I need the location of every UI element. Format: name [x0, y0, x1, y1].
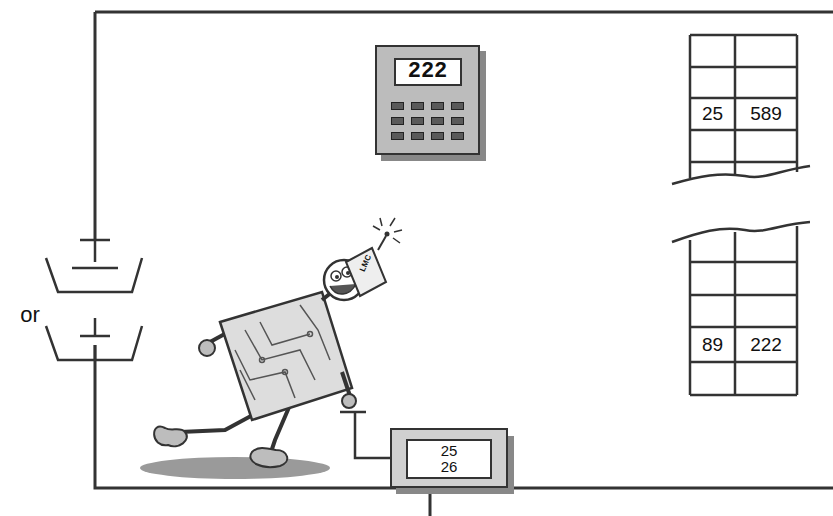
basket-stem	[94, 240, 97, 262]
calculator-display: 222	[394, 58, 462, 86]
basket-rim	[72, 267, 118, 270]
basket-stem	[94, 345, 97, 360]
calculator-button	[391, 102, 404, 110]
arm	[342, 372, 350, 396]
display-value: 222	[408, 60, 448, 84]
display-value: 26	[441, 459, 458, 475]
calculator-button	[411, 117, 424, 125]
room-wall	[95, 345, 833, 488]
calculator: 222	[375, 45, 480, 155]
shadow	[140, 457, 330, 479]
circuit-traces	[235, 305, 330, 400]
room-wall	[94, 12, 97, 240]
antenna	[378, 236, 386, 250]
sparks	[373, 218, 402, 243]
foot	[250, 448, 287, 467]
hand	[199, 340, 215, 356]
out-basket	[46, 318, 142, 360]
calculator-button	[431, 132, 444, 140]
mailbox-content: 222	[735, 327, 797, 362]
mailbox-columns	[690, 35, 797, 178]
calculator-button	[431, 102, 444, 110]
smile	[330, 284, 356, 294]
counter-display: 2526	[406, 439, 492, 479]
mailbox-address: 89	[690, 327, 735, 362]
calculator-button	[391, 117, 404, 125]
circuit-board-body	[220, 292, 352, 420]
mailbox-address: 25	[690, 98, 735, 130]
or-label: or	[8, 298, 52, 332]
calculator-button	[391, 132, 404, 140]
mailbox-rows	[690, 35, 797, 162]
mailbox-columns	[690, 226, 797, 395]
program-counter: 2526	[390, 428, 508, 488]
basket-outline	[46, 326, 142, 360]
torn-edge	[672, 222, 810, 242]
little-man	[140, 218, 402, 479]
eye	[331, 271, 341, 281]
calculator-button	[451, 102, 464, 110]
room-walls	[95, 12, 833, 516]
mailboxes	[672, 35, 810, 395]
mailbox-rows	[690, 262, 797, 395]
calculator-button	[411, 102, 424, 110]
pupil	[335, 275, 339, 279]
hand	[342, 394, 356, 408]
basket-stem	[94, 318, 97, 336]
calculator-button	[411, 132, 424, 140]
mailbox-content: 589	[735, 98, 797, 130]
basket-outline	[46, 258, 142, 292]
room-wall	[95, 11, 833, 14]
calculator-button	[431, 117, 444, 125]
foot	[154, 427, 187, 447]
basket-slot	[80, 335, 110, 338]
calculator-button	[451, 132, 464, 140]
display-value: 25	[441, 443, 458, 459]
antenna-tip	[385, 232, 390, 237]
calculator-button	[451, 117, 464, 125]
counter-button-wire	[340, 412, 390, 458]
torn-edge	[672, 166, 810, 184]
in-basket	[46, 240, 142, 292]
